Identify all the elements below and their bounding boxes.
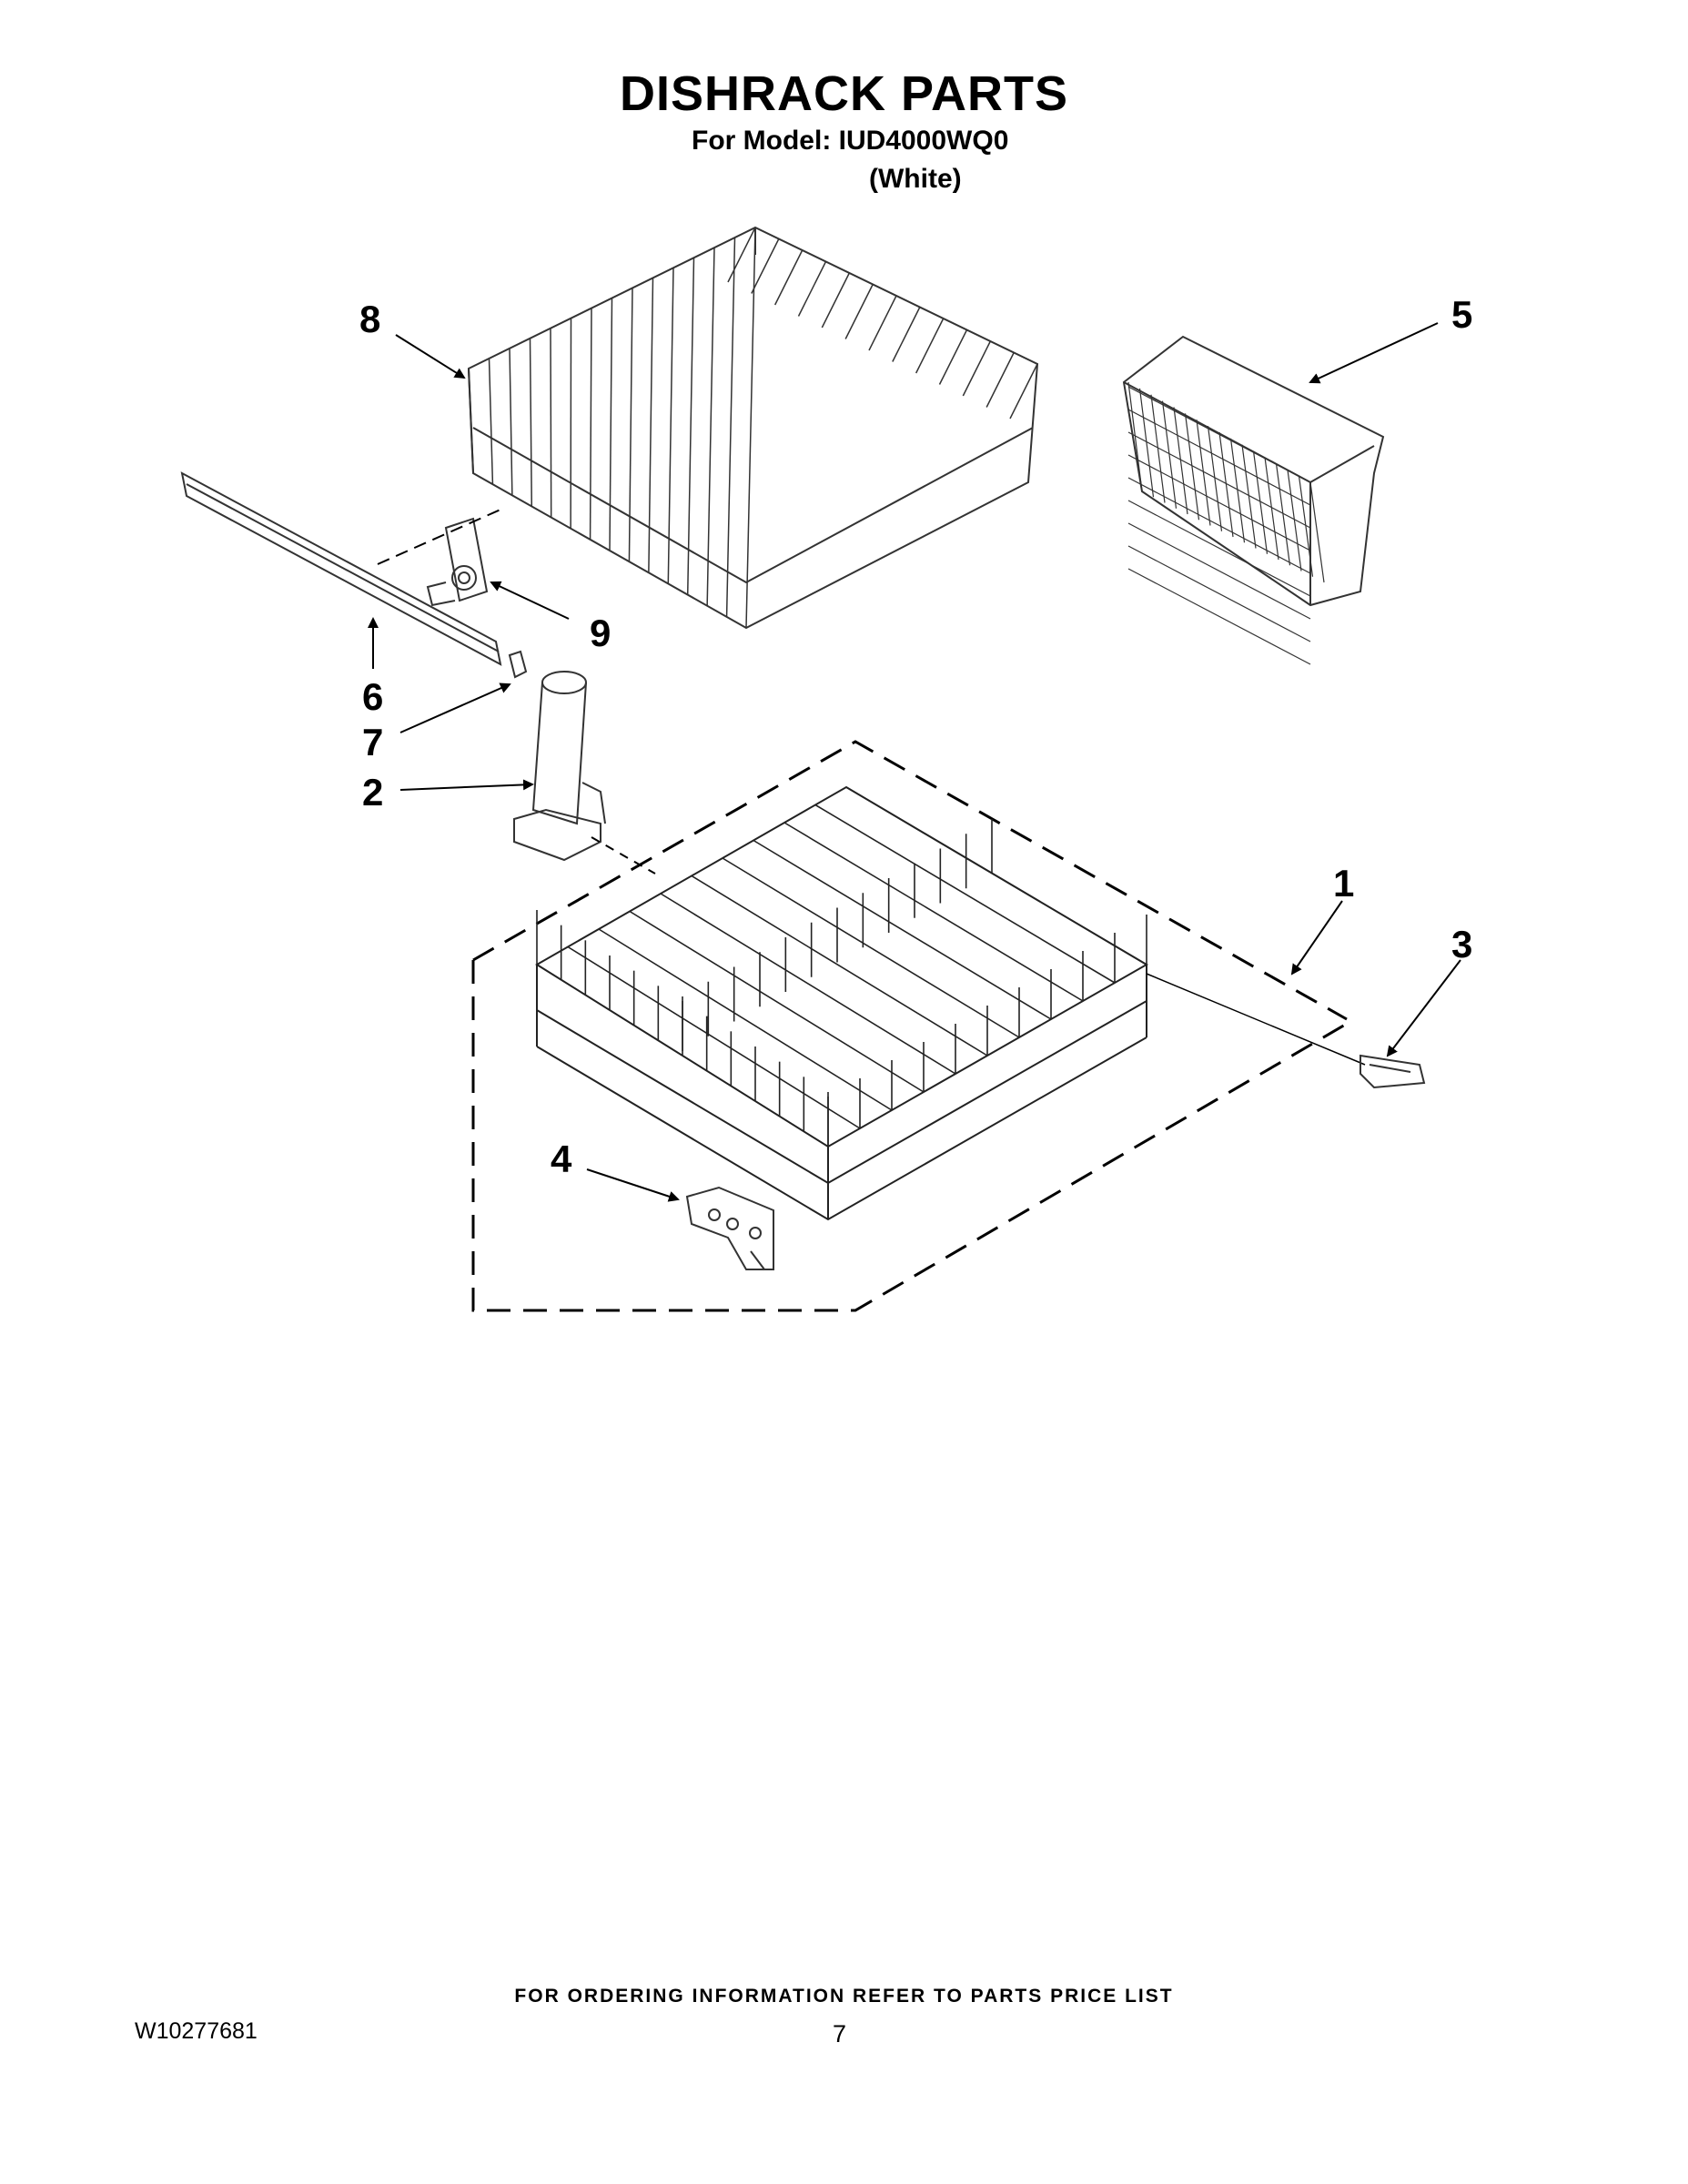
callout-5: 5 <box>1451 293 1472 336</box>
rack-wheel-assembly <box>685 1186 774 1270</box>
lower-dishrack <box>535 785 1148 1221</box>
callout-1: 1 <box>1333 862 1354 905</box>
wheel-guide-line <box>1146 973 1366 1066</box>
color-line: (White) <box>869 164 962 194</box>
callout-9: 9 <box>590 612 611 654</box>
rack-rail <box>180 471 502 666</box>
rail-guide-line <box>377 509 501 565</box>
callout-4: 4 <box>551 1138 572 1180</box>
document-number: W10277681 <box>135 2018 258 2044</box>
tower-guide-line <box>591 836 656 875</box>
lower-rack-outline <box>471 740 1348 1312</box>
rail-end-cap <box>508 650 528 679</box>
tower-post <box>513 671 606 862</box>
callout-3: 3 <box>1451 923 1472 966</box>
rack-clip <box>1359 1054 1426 1089</box>
silverware-basket <box>1122 335 1385 665</box>
upper-dishrack <box>467 226 1039 630</box>
callout-8: 8 <box>359 298 380 340</box>
rack-adjuster <box>426 517 489 607</box>
leader-arrows <box>368 322 1461 1202</box>
callout-2: 2 <box>362 771 383 814</box>
page-number: 7 <box>833 2020 847 2048</box>
page-title: DISHRACK PARTS <box>619 66 1068 121</box>
model-line: For Model: IUD4000WQ0 <box>692 126 1009 156</box>
callout-6: 6 <box>362 675 383 718</box>
ordering-note: FOR ORDERING INFORMATION REFER TO PARTS … <box>514 1986 1174 2007</box>
callout-7: 7 <box>362 721 383 763</box>
